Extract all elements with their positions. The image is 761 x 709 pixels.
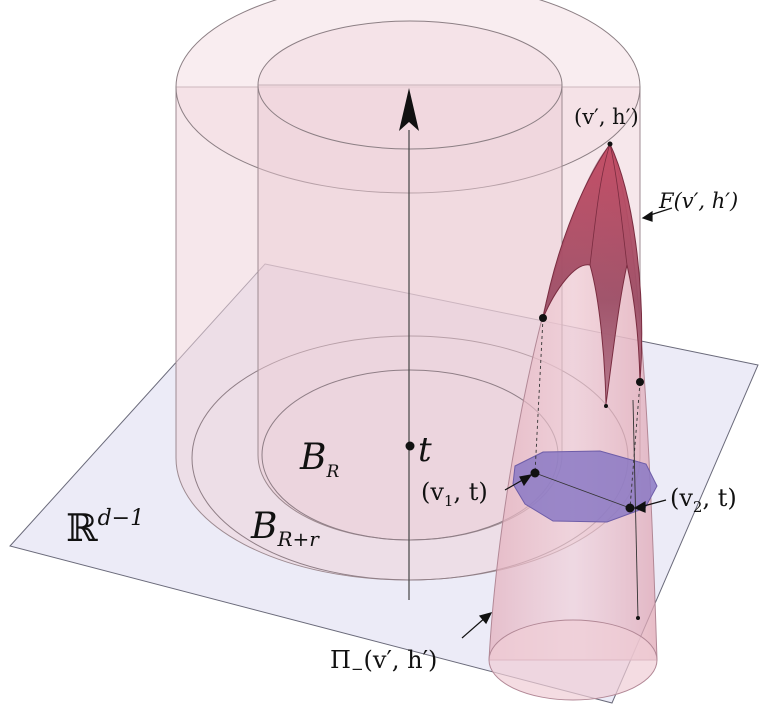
point-valley <box>604 404 608 408</box>
point-top <box>607 141 613 147</box>
label-top-point: (v′, h′) <box>574 105 639 129</box>
point-bottom <box>636 616 640 620</box>
label-v2: (v2, t) <box>670 484 737 516</box>
vertical-axis <box>399 88 419 600</box>
point-surface-left <box>539 314 547 322</box>
label-F: F(v′, h′) <box>658 189 738 213</box>
point-t <box>405 441 415 451</box>
label-t: t <box>418 430 432 470</box>
surface-F <box>542 142 643 405</box>
label-v1: (v1, t) <box>421 478 488 510</box>
point-v1 <box>530 468 540 478</box>
point-v2 <box>625 503 635 513</box>
label-R-d-minus-1: ℝd−1 <box>66 506 144 550</box>
label-arrows <box>461 207 673 639</box>
label-Pi-minus: Π−(v′, h′) <box>330 646 437 678</box>
point-surface-right <box>636 378 644 386</box>
label-B-R: BR <box>299 437 339 482</box>
label-B-R-plus-r: BR+r <box>250 506 320 551</box>
inner-cylinder <box>257 20 563 541</box>
